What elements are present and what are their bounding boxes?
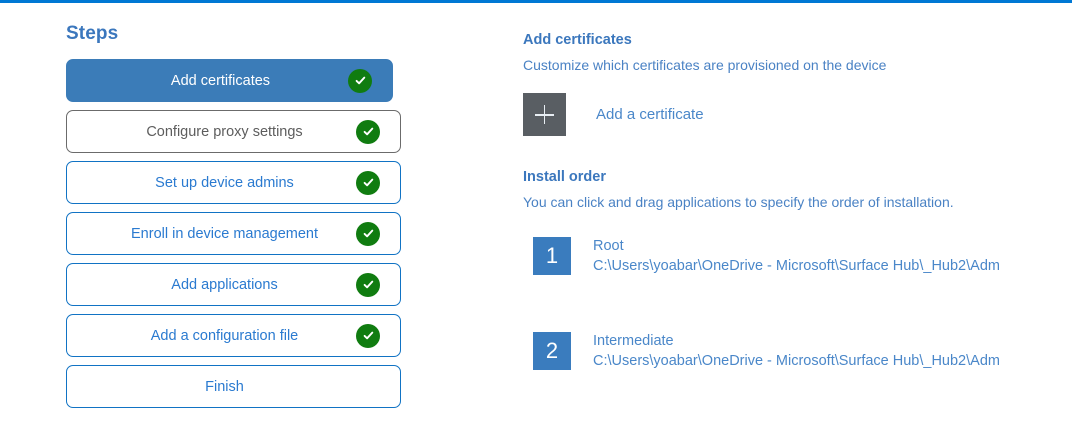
add-certificate-row[interactable]: Add a certificate — [523, 93, 1043, 136]
top-accent-bar — [0, 0, 1072, 3]
step-label: Finish — [205, 378, 244, 395]
order-item-text: Intermediate C:\Users\yoabar\OneDrive - … — [593, 332, 1000, 371]
order-number-badge: 2 — [533, 332, 571, 370]
steps-title: Steps — [66, 23, 119, 44]
install-order-subheading: You can click and drag applications to s… — [523, 194, 954, 210]
order-item-name: Intermediate — [593, 333, 674, 349]
install-order-list: 1 Root C:\Users\yoabar\OneDrive - Micros… — [523, 237, 1043, 371]
step-button-configure-proxy-settings[interactable]: Configure proxy settings — [66, 110, 401, 153]
step-button-set-up-device-admins[interactable]: Set up device admins — [66, 161, 401, 204]
order-item-path: C:\Users\yoabar\OneDrive - Microsoft\Sur… — [593, 258, 1000, 274]
step-label: Add applications — [171, 276, 278, 293]
step-label: Enroll in device management — [131, 225, 318, 242]
install-order-heading: Install order — [523, 169, 606, 185]
detail-heading: Add certificates — [523, 32, 632, 48]
check-circle-icon — [356, 272, 380, 297]
step-button-add-a-configuration-file[interactable]: Add a configuration file — [66, 314, 401, 357]
step-button-enroll-in-device-management[interactable]: Enroll in device management — [66, 212, 401, 255]
add-a-certificate-link[interactable]: Add a certificate — [596, 106, 704, 123]
step-button-add-certificates[interactable]: Add certificates — [66, 59, 393, 102]
step-label: Configure proxy settings — [146, 123, 303, 140]
check-circle-icon — [356, 221, 380, 246]
install-order-item[interactable]: 1 Root C:\Users\yoabar\OneDrive - Micros… — [523, 237, 1043, 276]
steps-panel: Steps Add certificates Configure proxy s… — [66, 22, 401, 416]
order-number-badge: 1 — [533, 237, 571, 275]
install-order-item[interactable]: 2 Intermediate C:\Users\yoabar\OneDrive … — [523, 332, 1043, 371]
order-item-path: C:\Users\yoabar\OneDrive - Microsoft\Sur… — [593, 353, 1000, 369]
order-item-name: Root — [593, 238, 624, 254]
step-button-finish[interactable]: Finish — [66, 365, 401, 408]
check-circle-icon — [356, 170, 380, 195]
step-label: Add certificates — [170, 72, 271, 89]
step-button-add-applications[interactable]: Add applications — [66, 263, 401, 306]
check-circle-icon — [356, 323, 380, 348]
check-circle-icon — [356, 119, 380, 144]
plus-icon[interactable] — [523, 93, 566, 136]
plus-vertical-bar — [543, 105, 546, 124]
detail-subheading: Customize which certificates are provisi… — [523, 57, 887, 73]
install-order-section: Install order You can click and drag app… — [523, 168, 1043, 371]
step-label: Add a configuration file — [150, 327, 299, 344]
order-item-text: Root C:\Users\yoabar\OneDrive - Microsof… — [593, 237, 1000, 276]
step-label: Set up device admins — [155, 174, 294, 191]
check-circle-icon — [348, 68, 372, 93]
detail-pane: Add certificates Customize which certifi… — [523, 31, 1043, 427]
